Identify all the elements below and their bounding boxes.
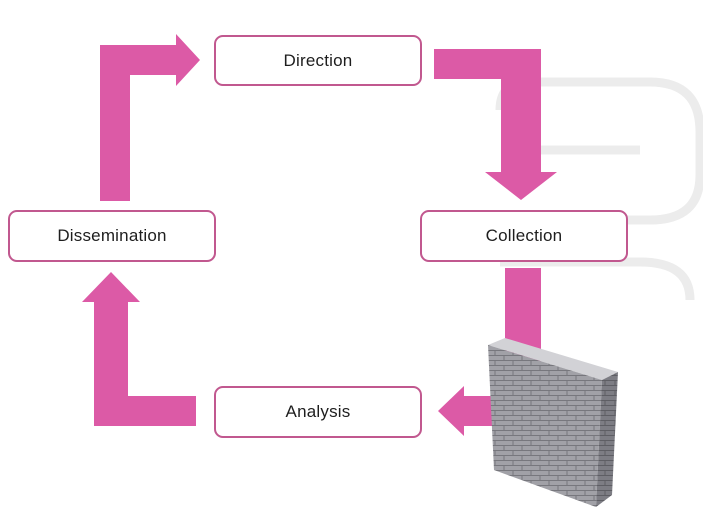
brick-wall-image <box>488 338 618 507</box>
arrow-dissemination-to-direction <box>100 34 200 201</box>
arrow-analysis-to-dissemination <box>82 272 196 426</box>
dissemination-node: Dissemination <box>8 210 216 262</box>
direction-node: Direction <box>214 35 422 86</box>
direction-label: Direction <box>283 50 353 70</box>
analysis-node: Analysis <box>214 386 422 438</box>
arrow-direction-to-collection <box>434 49 557 200</box>
analysis-label: Analysis <box>285 402 351 421</box>
dissemination-label: Dissemination <box>57 226 167 245</box>
collection-label: Collection <box>485 226 563 245</box>
collection-node: Collection <box>420 210 628 262</box>
